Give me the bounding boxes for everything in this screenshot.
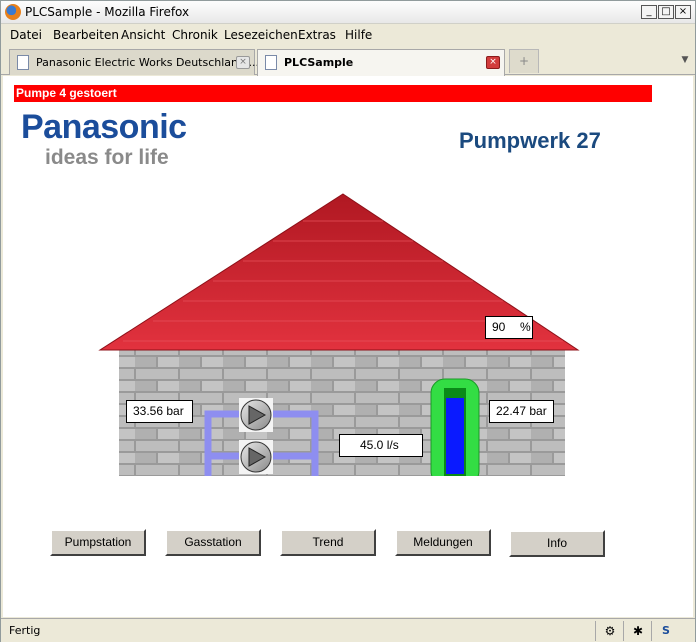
tab-bar: Panasonic Electric Works Deutschland ...… bbox=[1, 46, 695, 76]
trend-button[interactable]: Trend bbox=[280, 529, 376, 556]
menu-chronik[interactable]: Chronik bbox=[172, 28, 218, 42]
tank-level-value: 90 bbox=[492, 320, 506, 334]
logo-tagline: ideas for life bbox=[45, 146, 169, 169]
tank-level-fill bbox=[446, 398, 464, 474]
menu-lesezeichen[interactable]: Lesezeichen bbox=[224, 28, 298, 42]
menu-bar: Datei Bearbeiten Ansicht Chronik Lesezei… bbox=[1, 25, 695, 45]
status-divider bbox=[623, 621, 624, 641]
close-button[interactable]: × bbox=[675, 5, 691, 19]
maximize-button[interactable]: □ bbox=[658, 5, 674, 19]
page-icon bbox=[265, 55, 277, 70]
flow-unit: l/s bbox=[386, 438, 399, 452]
pump-station-diagram bbox=[88, 193, 608, 476]
page-content: Pumpe 4 gestoert Panasonic ideas for lif… bbox=[3, 76, 693, 617]
tab-panasonic[interactable]: Panasonic Electric Works Deutschland ...… bbox=[9, 49, 259, 75]
minimize-button[interactable]: _ bbox=[641, 5, 657, 19]
gasstation-button[interactable]: Gasstation bbox=[165, 529, 261, 556]
menu-ansicht[interactable]: Ansicht bbox=[121, 28, 166, 42]
status-divider bbox=[651, 621, 652, 641]
tab-close-icon[interactable]: × bbox=[236, 56, 250, 69]
tank bbox=[430, 378, 480, 476]
menu-datei[interactable]: Datei bbox=[10, 28, 43, 42]
status-divider bbox=[595, 621, 596, 641]
window-title: PLCSample - Mozilla Firefox bbox=[25, 5, 190, 19]
new-tab-button[interactable]: + bbox=[509, 49, 539, 73]
alarm-banner: Pumpe 4 gestoert bbox=[14, 85, 652, 102]
pipework bbox=[204, 410, 458, 476]
station-title: Pumpwerk 27 bbox=[459, 128, 601, 153]
tab-label: Panasonic Electric Works Deutschland ... bbox=[36, 56, 259, 69]
bug-icon[interactable]: ✱ bbox=[632, 624, 644, 638]
meldungen-button[interactable]: Meldungen bbox=[395, 529, 491, 556]
status-bar: Fertig ⚙ ✱ S bbox=[1, 618, 695, 642]
info-button[interactable]: Info bbox=[509, 530, 605, 557]
menu-bearbeiten[interactable]: Bearbeiten bbox=[53, 28, 119, 42]
tab-close-icon[interactable]: × bbox=[486, 56, 500, 69]
flow-readout: 45.0 l/s bbox=[339, 434, 423, 457]
inlet-pressure-readout: 33.56 bar bbox=[126, 400, 193, 423]
tank-level-unit: % bbox=[520, 320, 531, 334]
addon-icon[interactable]: S bbox=[662, 624, 670, 637]
pump-2[interactable] bbox=[239, 440, 273, 474]
flow-value: 45.0 bbox=[360, 438, 384, 452]
inlet-pressure-value: 33.56 bbox=[133, 404, 164, 418]
firefox-icon bbox=[5, 4, 21, 20]
pump-1[interactable] bbox=[239, 398, 273, 432]
menu-extras[interactable]: Extras bbox=[298, 28, 336, 42]
tab-label: PLCSample bbox=[284, 56, 354, 69]
tank-level-readout: 90 % bbox=[485, 316, 533, 339]
panasonic-logo: Panasonic bbox=[21, 108, 187, 146]
menu-hilfe[interactable]: Hilfe bbox=[345, 28, 373, 42]
outlet-pressure-readout: 22.47 bar bbox=[489, 400, 554, 423]
inlet-pressure-unit: bar bbox=[166, 404, 184, 418]
tab-plcsample[interactable]: PLCSample × bbox=[257, 49, 505, 76]
page-icon bbox=[17, 55, 29, 70]
pumpstation-button[interactable]: Pumpstation bbox=[50, 529, 146, 556]
gear-icon[interactable]: ⚙ bbox=[604, 624, 616, 638]
status-text: Fertig bbox=[9, 624, 41, 637]
tab-list-chevron-icon[interactable]: ▼ bbox=[681, 55, 689, 65]
title-bar: PLCSample - Mozilla Firefox _ □ × bbox=[1, 1, 695, 24]
outlet-pressure-unit: bar bbox=[529, 404, 547, 418]
outlet-pressure-value: 22.47 bbox=[496, 404, 527, 418]
